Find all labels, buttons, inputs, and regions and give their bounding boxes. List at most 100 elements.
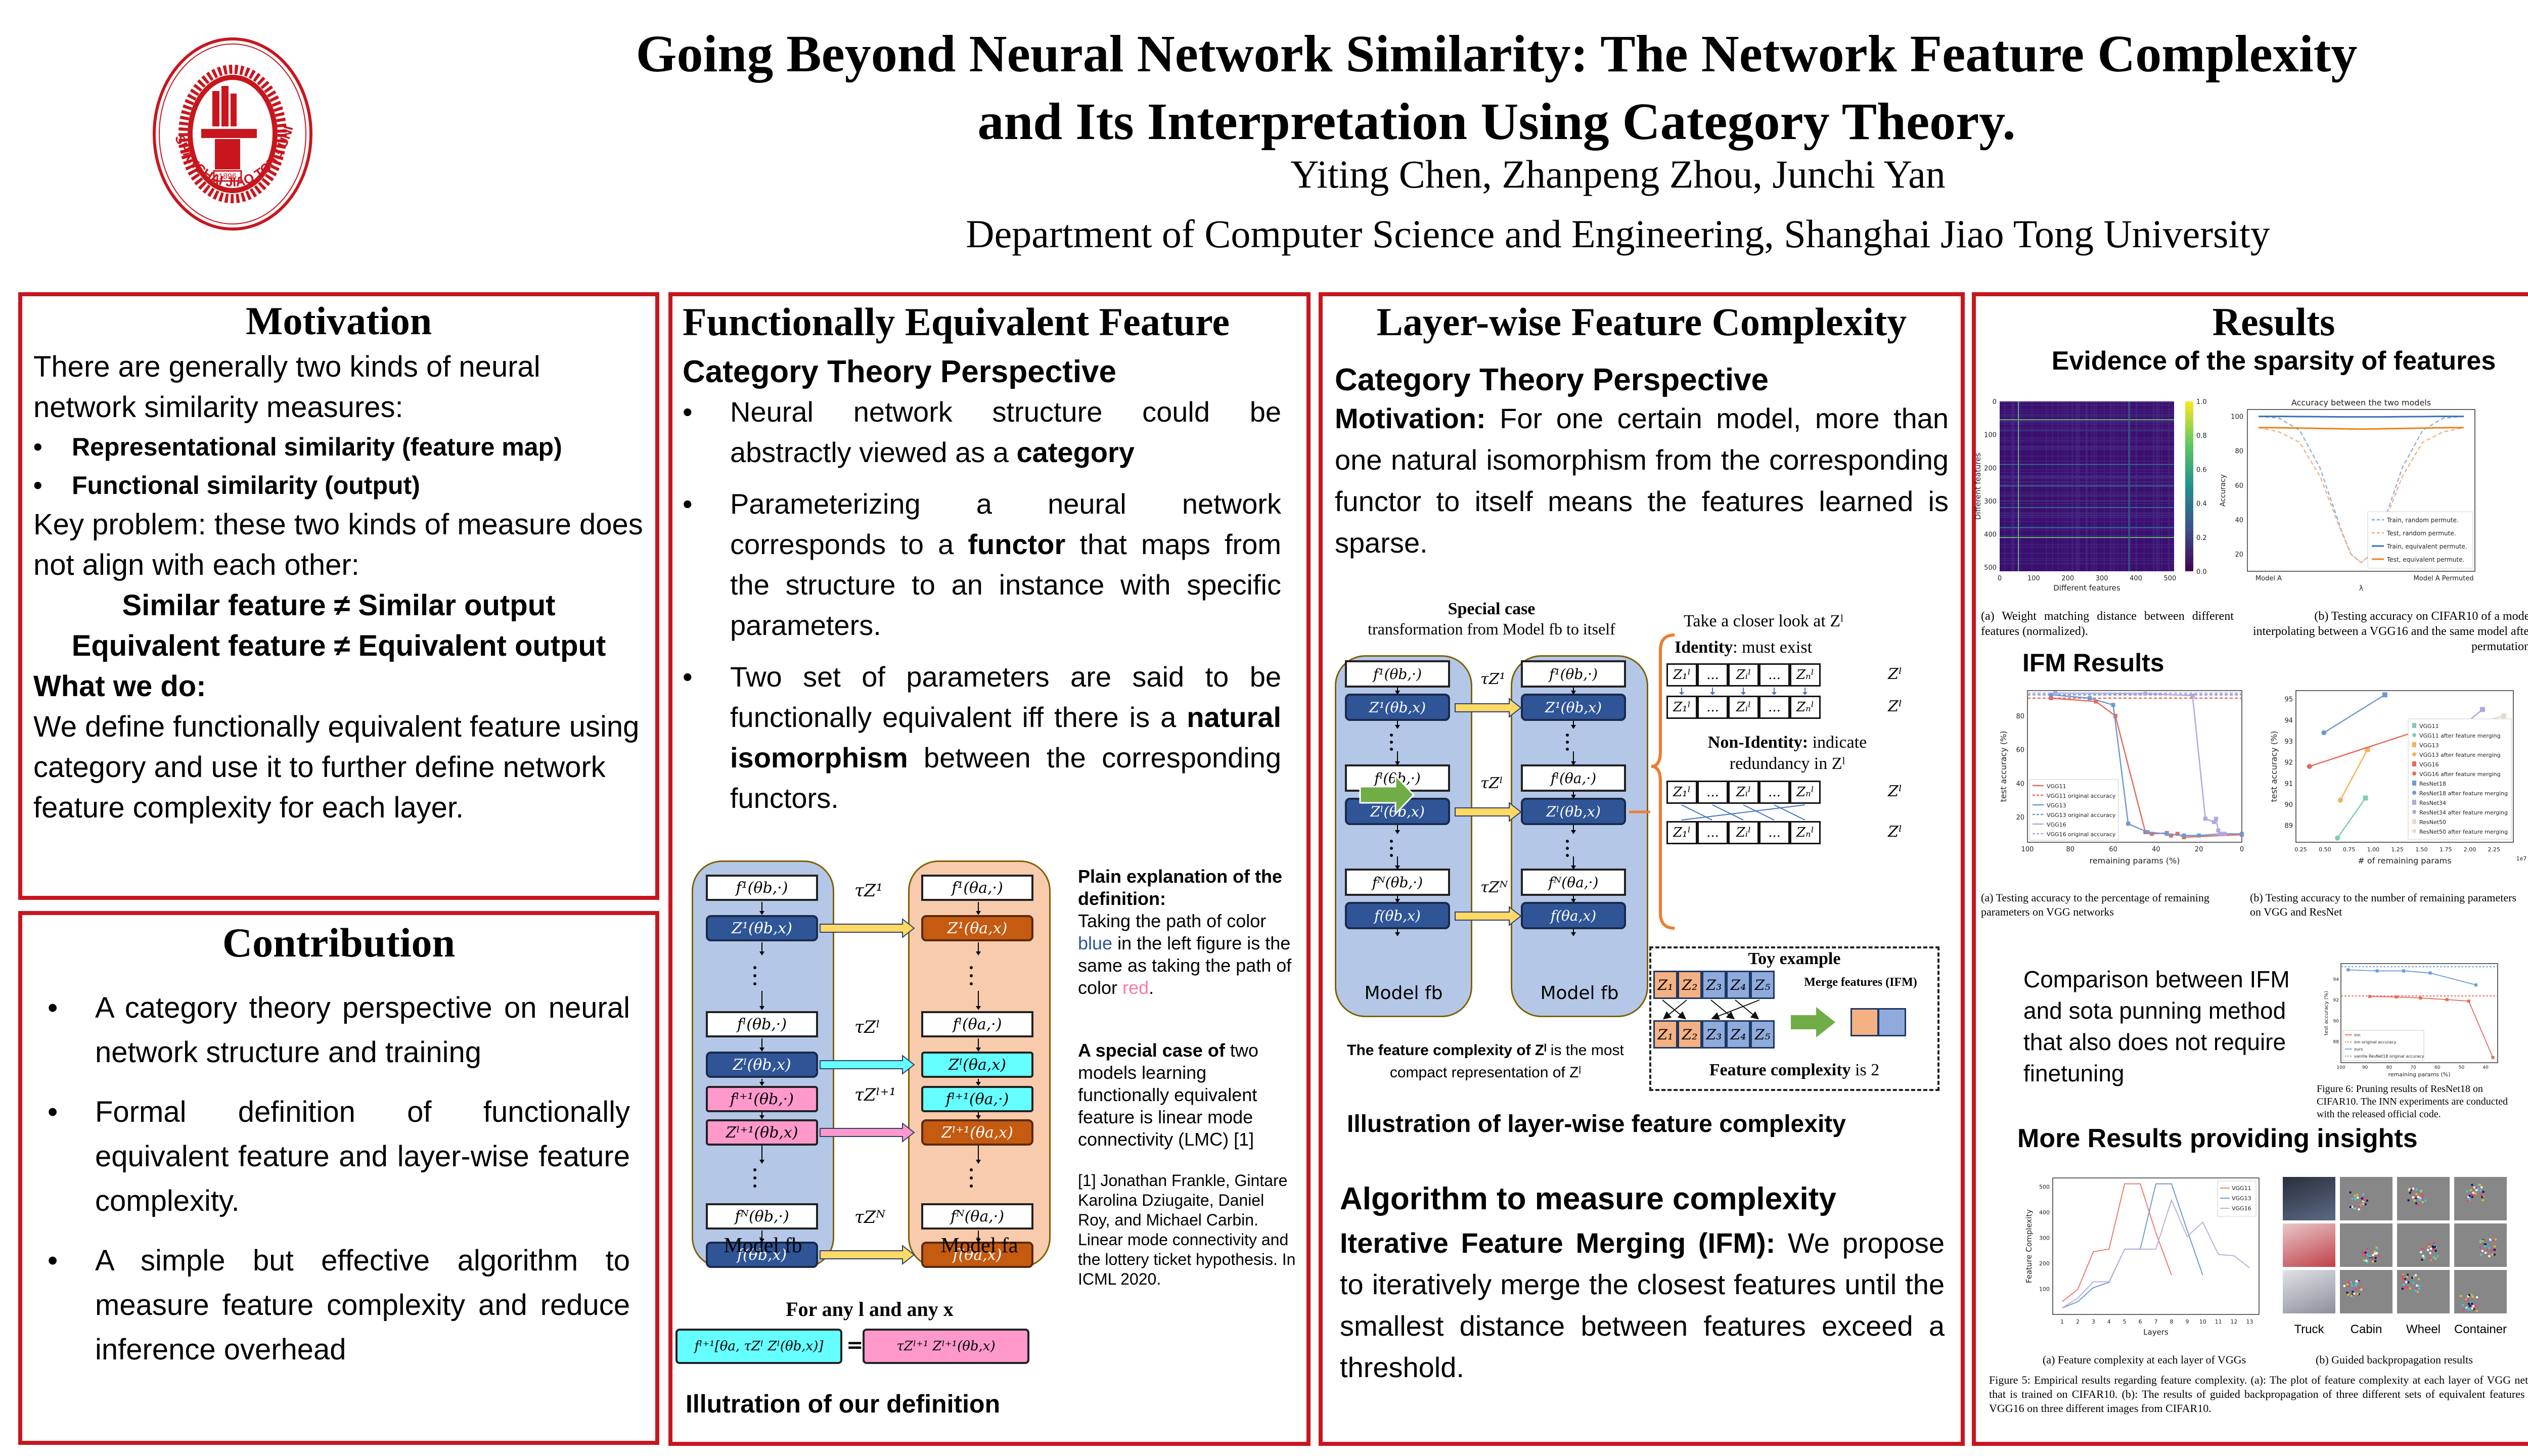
fef-title: Functionally Equivalent Feature [683,300,1230,344]
data-point [2321,730,2327,736]
caption-interp: (b) Testing accuracy on CIFAR10 of a mod… [2252,610,2528,653]
legend-label: ResNet18 after feature merging [2419,790,2508,797]
y-axis-label: test accuracy (%) [2269,731,2279,802]
x-tick-label: 10 [2199,1318,2206,1325]
x-tick-label: 0.75 [2343,846,2356,853]
contribution-panel: Contribution A category theory perspecti… [18,911,659,1445]
saliency-pattern [2460,1293,2478,1312]
right-layer-box: Z¹(θa,x) [921,915,1033,941]
special-case-title: Special case [1448,600,1536,618]
comparison-text: Comparison between IFM and sota punning … [2023,966,2290,1086]
legend [2408,718,2512,840]
x-tick-label: 8 [2170,1318,2173,1325]
flow-arrows [753,902,981,1265]
feature-cell: Z₁ˡ [1666,781,1697,804]
pair-line [2337,797,2366,839]
right-layer-box: fˡ⁺¹(θa,·) [921,1086,1033,1112]
toy-feature-cell: Z₂ [1678,971,1702,999]
y-tick-label: 60 [2235,482,2243,490]
toy-arrows [1662,999,1760,1020]
legend-label: VGG16 original accuracy [2047,831,2116,838]
x-tick-label: 100 [2336,1065,2345,1070]
legend-label: inn [2354,1033,2360,1037]
equation-right-box: τZˡ⁺¹ Zˡ⁺¹(θb,x) [863,1329,1029,1364]
equation-left-box: fˡ⁺¹[θa, τZˡ Zˡ(θb,x)] [675,1329,842,1364]
data-point [2445,998,2449,1002]
data-point [2143,830,2148,834]
motivation-what-text: We define functionally equivalent featur… [33,710,640,824]
caption-ifm-models: (b) Testing accuracy to the number of re… [2250,891,2517,918]
data-point [2203,816,2207,821]
series-line [2061,1183,2172,1302]
saliency-pattern [2420,1242,2439,1261]
data-point [2382,692,2387,698]
x-tick-label: 500 [2164,575,2177,582]
data-point [2182,833,2186,838]
x-tick-label: 70 [2410,1065,2416,1070]
sparsity-title: Evidence of the sparsity of features [2051,346,2496,376]
x-axis-label: # of remaining params [2358,856,2451,866]
tau-label: τZˡ⁺¹ [854,1085,896,1105]
colorbar-tick-label: 0.8 [2196,432,2207,440]
left-layer-box: f¹(θb,·) [1345,660,1450,688]
merge-arrow-icon [1791,1007,1835,1037]
data-point [2197,833,2201,838]
feature-cell: Zᵢˡ [1728,696,1759,719]
right-layer-box: f¹(θb,·) [1521,660,1626,688]
data-point [2087,696,2092,700]
lwfc-motivation: Motivation: For one certain model, more … [1335,402,1949,559]
feature-cell: Z₁ˡ [1666,663,1697,687]
y-tick-label: 20 [2016,814,2024,822]
feature-row-label: Zˡ [1888,823,1903,841]
data-point [2307,764,2312,769]
x-tick-label: 9 [2185,1318,2189,1325]
series-line [2062,1183,2203,1309]
toy-example-box [1649,946,1939,1091]
x-tick-label: 5 [2123,1318,2127,1325]
saliency-map [2397,1223,2450,1267]
legend-label: ResNet34 after feature merging [2419,809,2508,816]
inn-frame [2340,963,2498,1063]
legend [2029,779,2119,841]
gb-column-label: Container [2454,1323,2507,1336]
feature-cell: ... [1697,663,1728,687]
more-results-title: More Results providing insights [2017,1124,2418,1153]
x-tick-label: 0 [1998,575,2002,582]
logo-year: 1896 [218,172,237,181]
ifm-models-frame [2295,690,2514,843]
x-tick-label: 90 [2362,1065,2368,1070]
data-point [2113,714,2117,718]
pair-line [2309,730,2419,767]
feature-cell: ... [1759,696,1790,719]
legend-label: VGG13 [2047,802,2066,809]
x-axis-label: Different features [2053,583,2120,593]
tau-label: τZˡ [1480,775,1503,792]
y-tick-label: 40 [2235,517,2243,524]
model-a-label: Model fa [940,1234,1018,1257]
y-tick-label: 500 [2039,1184,2050,1191]
y-tick-label: 92 [2333,998,2339,1003]
data-point [2049,696,2053,700]
lwfc-caption: Illustration of layer-wise feature compl… [1347,1111,1846,1138]
toy-result: Feature complexity is 2 [1709,1061,1880,1079]
x-tick-label: 400 [2130,575,2142,582]
feature-cell: Z₁ˡ [1666,696,1697,719]
feature-cell: Zᵢˡ [1728,663,1759,687]
x-tick-label: 0.50 [2319,846,2331,853]
data-point [2368,994,2372,998]
legend [2342,1030,2424,1061]
feature-cell: Zᵢˡ [1728,781,1759,804]
y-tick-label: 90 [2333,1019,2339,1024]
saliency-pattern [2407,1188,2427,1206]
data-point [2240,832,2244,836]
x-tick-label: 1.00 [2367,846,2380,853]
left-layer-box: Z¹(θb,x) [1345,694,1450,721]
data-point [2501,713,2506,718]
y-tick-label: 300 [1984,498,1997,506]
saliency-pattern [2362,1246,2380,1263]
left-layer-box: Zˡ(θb,x) [706,1052,818,1078]
x-tick-label: 80 [2066,846,2075,853]
y-tick-label: 100 [2039,1286,2050,1293]
